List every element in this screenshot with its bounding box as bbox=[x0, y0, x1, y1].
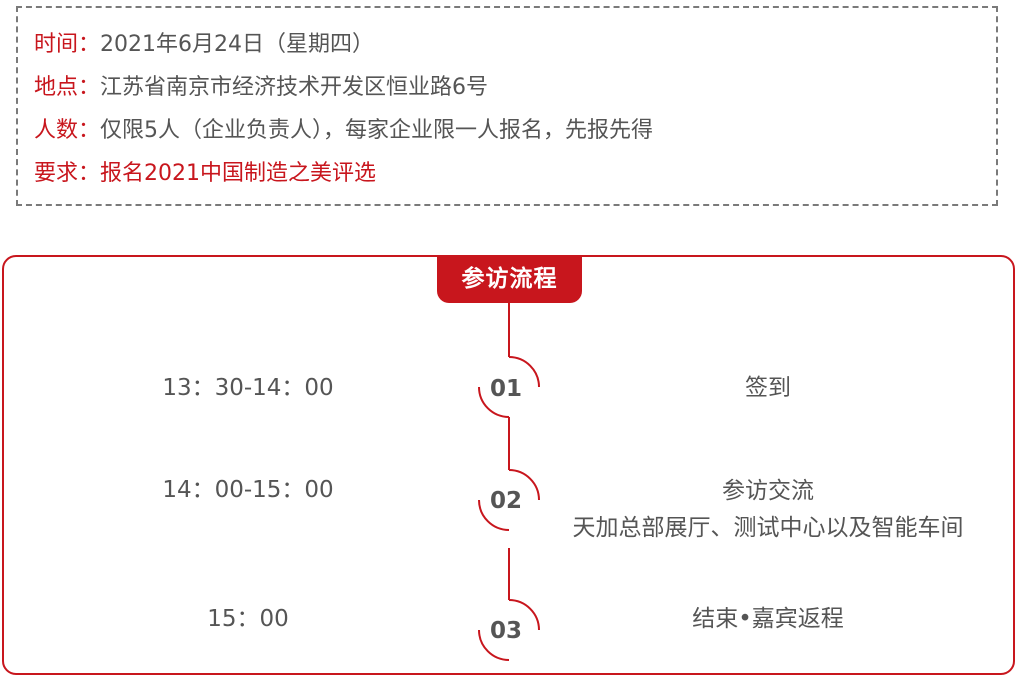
requirement-value: 报名2021中国制造之美评选 bbox=[100, 161, 377, 186]
timeline-arc bbox=[478, 499, 510, 531]
timeline-arc bbox=[508, 469, 540, 501]
people-value: 仅限5人（企业负责人），每家企业限一人报名，先报先得 bbox=[100, 118, 654, 143]
info-row-time: 时间：2021年6月24日（星期四） bbox=[34, 30, 374, 60]
flow-title: 参访流程 bbox=[437, 256, 582, 303]
time-label: 时间： bbox=[34, 32, 101, 57]
step-1-description: 签到 bbox=[745, 375, 791, 401]
info-row-people: 人数：仅限5人（企业负责人），每家企业限一人报名，先报先得 bbox=[34, 116, 653, 146]
time-value: 2021年6月24日（星期四） bbox=[100, 32, 374, 57]
step-2-number: 02 bbox=[489, 488, 522, 514]
info-row-requirement: 要求：报名2021中国制造之美评选 bbox=[34, 159, 376, 189]
people-label: 人数： bbox=[34, 118, 101, 143]
step-3-number: 03 bbox=[489, 618, 522, 644]
place-value: 江苏省南京市经济技术开发区恒业路6号 bbox=[100, 75, 489, 100]
requirement-label: 要求： bbox=[34, 161, 101, 186]
timeline-arc bbox=[508, 599, 540, 631]
step-2-detail: 天加总部展厅、测试中心以及智能车间 bbox=[572, 515, 964, 541]
info-row-place: 地点：江苏省南京市经济技术开发区恒业路6号 bbox=[34, 73, 488, 103]
step-3-time: 15：00 bbox=[207, 606, 289, 632]
step-1-time: 13：30-14：00 bbox=[162, 375, 334, 401]
place-label: 地点： bbox=[34, 75, 101, 100]
timeline-arc bbox=[478, 386, 510, 418]
event-info-box: 时间：2021年6月24日（星期四） 地点：江苏省南京市经济技术开发区恒业路6号… bbox=[16, 6, 998, 206]
timeline-arc bbox=[508, 356, 540, 388]
timeline-arc bbox=[478, 629, 510, 661]
step-2-description: 参访交流 bbox=[722, 478, 814, 504]
step-3-description: 结束•嘉宾返程 bbox=[692, 606, 844, 632]
step-2-time: 14：00-15：00 bbox=[162, 477, 334, 503]
step-1-number: 01 bbox=[489, 376, 522, 402]
